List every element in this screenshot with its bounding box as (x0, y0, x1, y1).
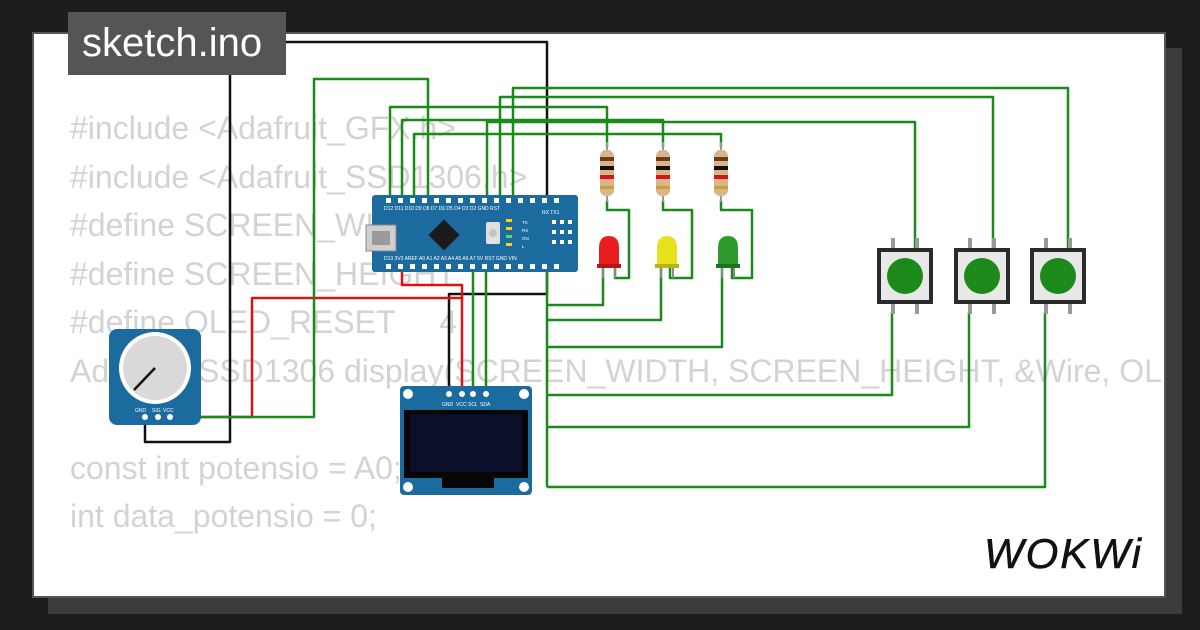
project-preview-card[interactable]: #include <Adafruit_GFX.h> #include <Adaf… (32, 32, 1166, 598)
push-button (954, 238, 1010, 314)
pot-pin-label: VCC (163, 408, 174, 414)
circuit-diagram: D12 D11 D10 D9 D8 D7 D6 D5 D4 D3 D2 GND … (109, 40, 1086, 495)
nano-led-label: TX (522, 220, 528, 225)
wire-gnd-led-green (547, 268, 724, 349)
led-red (597, 236, 621, 278)
push-button (877, 238, 933, 314)
pot-pin-label: SIG (152, 408, 161, 414)
file-tab[interactable]: sketch.ino (68, 12, 286, 75)
code-line: #include <Adafruit_SSD1306.h> (70, 158, 528, 195)
led-green (716, 236, 740, 278)
wire-gnd-oled (447, 292, 547, 394)
resistor (656, 142, 670, 202)
nano-led-label: RX (522, 228, 528, 233)
wire-res-led-yellow (661, 200, 694, 280)
push-button (1030, 238, 1086, 314)
code-line: const int potensio = A0; (70, 449, 402, 486)
svg-text:WOKWi: WOKWi (984, 530, 1143, 577)
wire-vcc-nano (400, 268, 464, 298)
wire-d3-button2 (498, 95, 995, 248)
potentiometer: GND SIG VCC (109, 329, 201, 425)
wire-gnd-button2 (547, 312, 971, 429)
led-yellow (655, 236, 679, 278)
wire-res-led-green (719, 200, 754, 280)
wire-d4-button1 (485, 120, 917, 248)
wire-pot-signal (158, 77, 430, 419)
nano-bottom-pin-labels: D13 3V3 AREF A0 A1 A2 A3 A4 A5 A6 A7 5V … (384, 256, 517, 262)
wire-d12-resistor-red (388, 105, 609, 198)
nano-led-label: ON (522, 236, 529, 241)
wire-d2-button3 (511, 86, 1070, 248)
wire-gnd-button3 (547, 312, 1047, 489)
code-line: Adafruit_SSD1306 display(SCREEN_WIDTH, S… (70, 352, 1162, 389)
wire-d11-resistor-yellow (400, 118, 665, 198)
resistor (714, 142, 728, 202)
wire-gnd-led-yellow (547, 268, 663, 322)
wokwi-logo: WOKWi (984, 530, 1143, 578)
oled-pin-label: SDA (480, 402, 491, 408)
arduino-nano: D12 D11 D10 D9 D8 D7 D6 D5 D4 D3 D2 GND … (365, 195, 578, 272)
oled-pin-label: GND (442, 402, 454, 408)
wire-gnd-led-red (547, 268, 605, 307)
nano-top-pin-labels: D12 D11 D10 D9 D8 D7 D6 D5 D4 D3 D2 GND … (384, 206, 500, 212)
nano-led-label: L (522, 244, 525, 249)
oled-display: GND VCC SCL SDA (400, 386, 532, 495)
wire-d10-resistor-green (412, 132, 723, 198)
oled-pin-label: VCC (456, 402, 467, 408)
resistor (600, 142, 614, 202)
oled-pin-label: SCL (468, 402, 478, 408)
code-line: void setup() { (70, 589, 1162, 596)
wire-gnd-button1 (547, 312, 894, 397)
code-line: int data_potensio = 0; (70, 498, 377, 534)
nano-rx-tx-label: RX TX1 (542, 210, 560, 216)
pot-pin-label: GND (135, 408, 147, 414)
